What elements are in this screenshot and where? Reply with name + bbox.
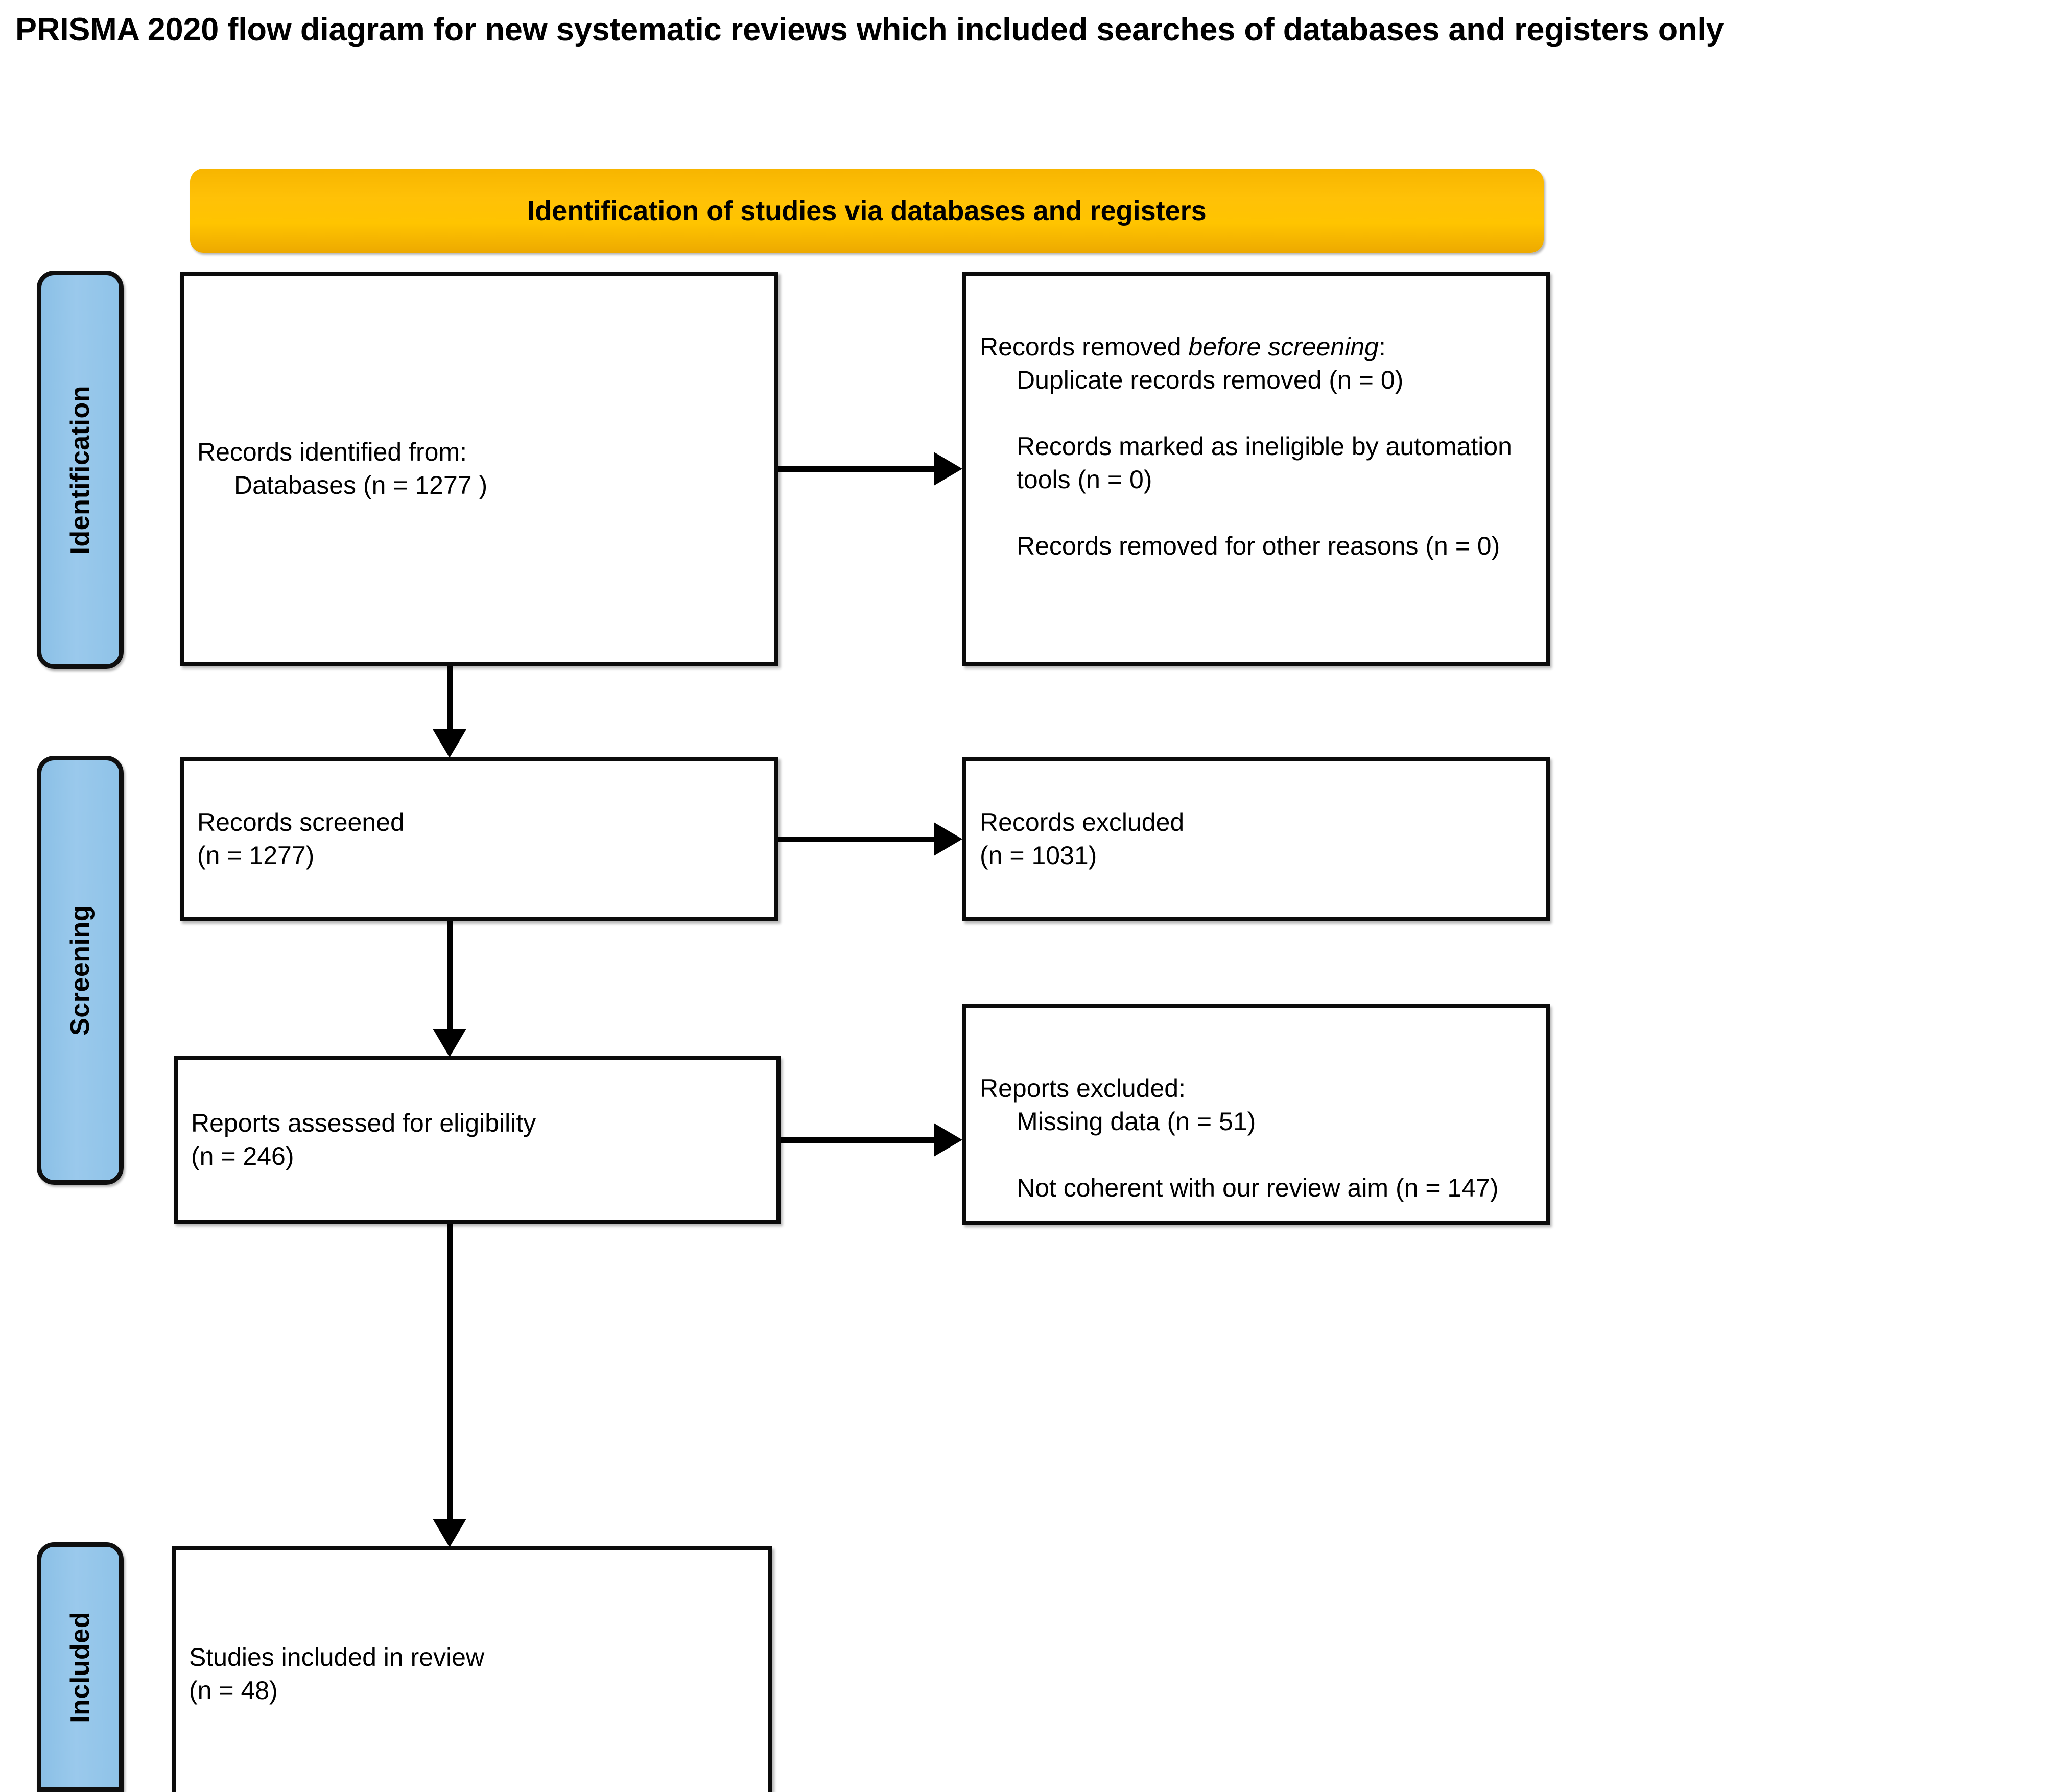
box-records-excluded-text: Records excluded (n = 1031) (966, 773, 1546, 905)
phase-header-label: Identification of studies via databases … (527, 195, 1207, 226)
arrow-shaft (447, 666, 453, 729)
arrow-shaft (778, 837, 934, 842)
arrow-shaft (447, 1224, 453, 1519)
arrow-shaft (447, 921, 453, 1029)
records-removed-heading-italic: before screening (1188, 332, 1379, 361)
stage-tab-screening-label: Screening (65, 905, 95, 1036)
arrow-assessed-to-excluded-icon (781, 1123, 962, 1157)
box-studies-included-text: Studies included in review (n = 48) (176, 1608, 768, 1740)
page-title: PRISMA 2020 flow diagram for new systema… (15, 12, 1724, 47)
stage-tab-included-label: Included (65, 1611, 95, 1723)
arrow-screened-to-assessed-icon (433, 921, 466, 1057)
box-records-screened: Records screened (n = 1277) (180, 757, 778, 921)
box-records-identified-text: Records identified from: Databases (n = … (184, 402, 774, 535)
arrow-head (934, 1123, 962, 1157)
studies-included-line1: Studies included in review (189, 1643, 485, 1671)
box-records-screened-text: Records screened (n = 1277) (184, 773, 774, 905)
records-screened-line2: (n = 1277) (197, 841, 315, 870)
box-studies-included-in-review: Studies included in review (n = 48) (172, 1546, 772, 1792)
reports-assessed-line1: Reports assessed for eligibility (191, 1109, 536, 1137)
reports-excluded-item-0: Missing data (n = 51) (1017, 1107, 1256, 1136)
box-reports-excluded: Reports excluded: Missing data (n = 51) … (962, 1004, 1550, 1225)
records-removed-item-1: Records marked as ineligible by automati… (1017, 432, 1512, 494)
box-records-removed-text: Records removed before screening: Duplic… (966, 297, 1546, 596)
records-removed-heading: Records removed before screening: (980, 332, 1386, 361)
records-removed-item-2: Records removed for other reasons (n = 0… (1017, 532, 1500, 560)
arrow-shaft (778, 466, 934, 472)
arrow-head (934, 822, 962, 856)
box-records-identified: Records identified from: Databases (n = … (180, 272, 778, 666)
records-screened-line1: Records screened (197, 808, 405, 837)
records-removed-item-0: Duplicate records removed (n = 0) (1017, 366, 1404, 394)
arrow-screened-to-excluded-icon (778, 822, 962, 856)
records-removed-heading-prefix: Records removed (980, 332, 1189, 361)
phase-header-identification: Identification of studies via databases … (190, 169, 1544, 253)
box-records-removed: Records removed before screening: Duplic… (962, 272, 1550, 666)
reports-excluded-item-1: Not coherent with our review aim (n = 14… (1017, 1174, 1499, 1202)
arrow-identified-to-removed-icon (778, 452, 962, 486)
reports-assessed-line2: (n = 246) (191, 1142, 294, 1170)
records-removed-heading-suffix: : (1378, 332, 1386, 361)
box-reports-excluded-text: Reports excluded: Missing data (n = 51) … (966, 1039, 1546, 1238)
records-excluded-line2: (n = 1031) (980, 841, 1097, 870)
stage-tab-identification: Identification (37, 271, 124, 669)
records-identified-line2: Databases (n = 1277 ) (234, 471, 488, 499)
stage-tab-screening: Screening (37, 756, 124, 1185)
studies-included-line2: (n = 48) (189, 1676, 278, 1705)
arrow-head (934, 452, 962, 486)
box-reports-assessed-for-eligibility: Reports assessed for eligibility (n = 24… (174, 1056, 781, 1224)
records-excluded-line1: Records excluded (980, 808, 1185, 837)
box-reports-assessed-text: Reports assessed for eligibility (n = 24… (178, 1073, 776, 1206)
arrow-shaft (781, 1137, 934, 1143)
stage-tab-identification-label: Identification (65, 385, 95, 555)
reports-excluded-heading: Reports excluded: (980, 1074, 1186, 1103)
arrow-identified-to-screened-icon (433, 666, 466, 758)
records-identified-line1: Records identified from: (197, 438, 467, 466)
arrow-assessed-to-included-icon (433, 1224, 466, 1547)
arrow-head (433, 1519, 466, 1547)
box-records-excluded: Records excluded (n = 1031) (962, 757, 1550, 921)
arrow-head (433, 1029, 466, 1057)
arrow-head (433, 729, 466, 758)
stage-tab-included: Included (37, 1542, 124, 1792)
